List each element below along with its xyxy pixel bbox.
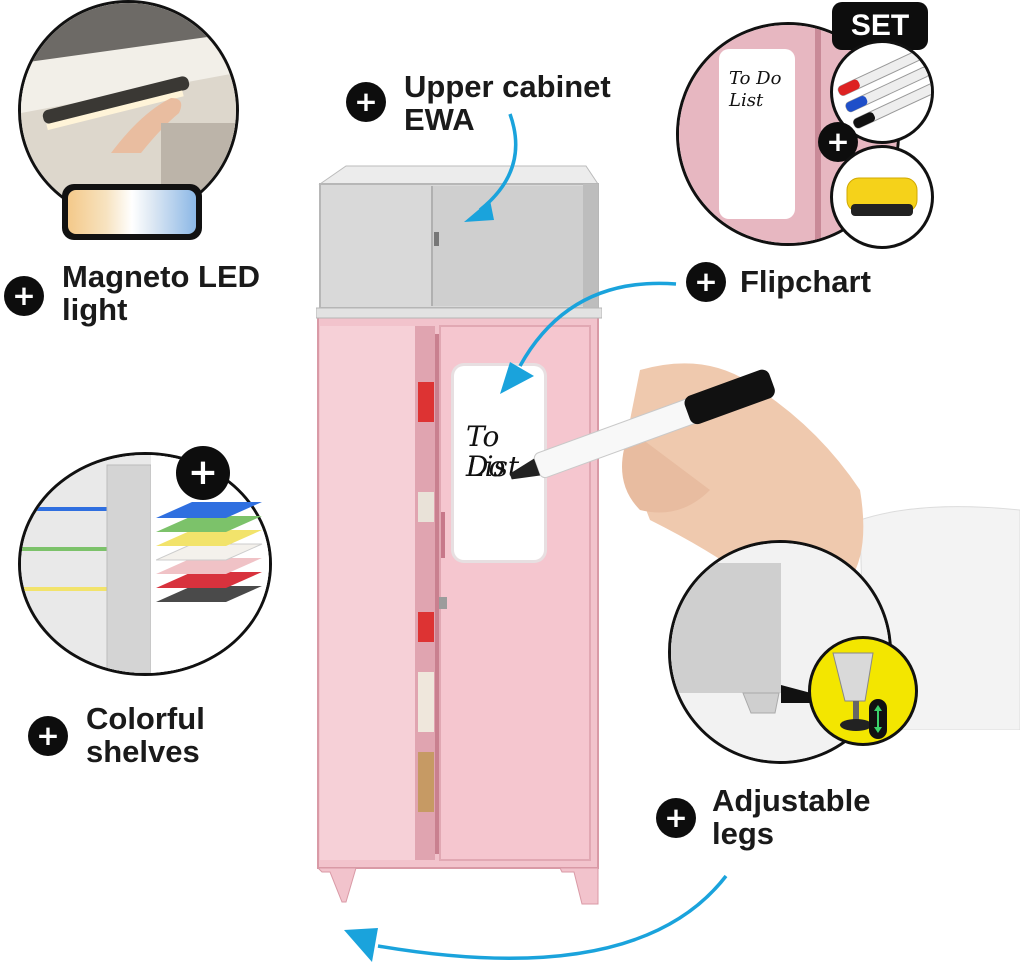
leg-detail-inset: [808, 636, 918, 746]
inset-whiteboard-line2: List: [729, 90, 764, 111]
flipchart-board: To Do List: [719, 49, 795, 219]
markers-inset: [830, 40, 934, 144]
plus-icon: +: [818, 122, 858, 162]
plus-icon: +: [686, 262, 726, 302]
plus-icon: +: [346, 82, 386, 122]
arrow-flipchart: [500, 281, 677, 394]
feature-label-upper-cabinet: Upper cabinet EWA: [404, 69, 611, 137]
arrow-legs: [344, 874, 728, 962]
plus-icon: +: [28, 716, 68, 756]
feature-label-led: Magneto LED light: [62, 259, 261, 327]
feature-label-shelves: Colorful shelves: [86, 701, 205, 769]
whiteboard-text-line1: To Do: [466, 420, 506, 483]
plus-icon: +: [176, 446, 230, 500]
feature-label-flipchart: Flipchart: [740, 264, 871, 299]
hand-with-marker: [490, 350, 1020, 730]
eraser-inset: [830, 145, 934, 249]
plus-icon: +: [656, 798, 696, 838]
led-color-swatch: [62, 184, 202, 240]
upper-cabinet: [316, 164, 602, 320]
arrow-upper-cabinet: [464, 113, 518, 222]
plus-icon: +: [4, 276, 44, 316]
shelf-color-stack: [156, 494, 266, 624]
feature-label-legs: Adjustable legs: [712, 783, 871, 851]
inset-whiteboard-line1: To Do: [729, 68, 782, 89]
whiteboard-text-line2: List: [466, 450, 520, 483]
